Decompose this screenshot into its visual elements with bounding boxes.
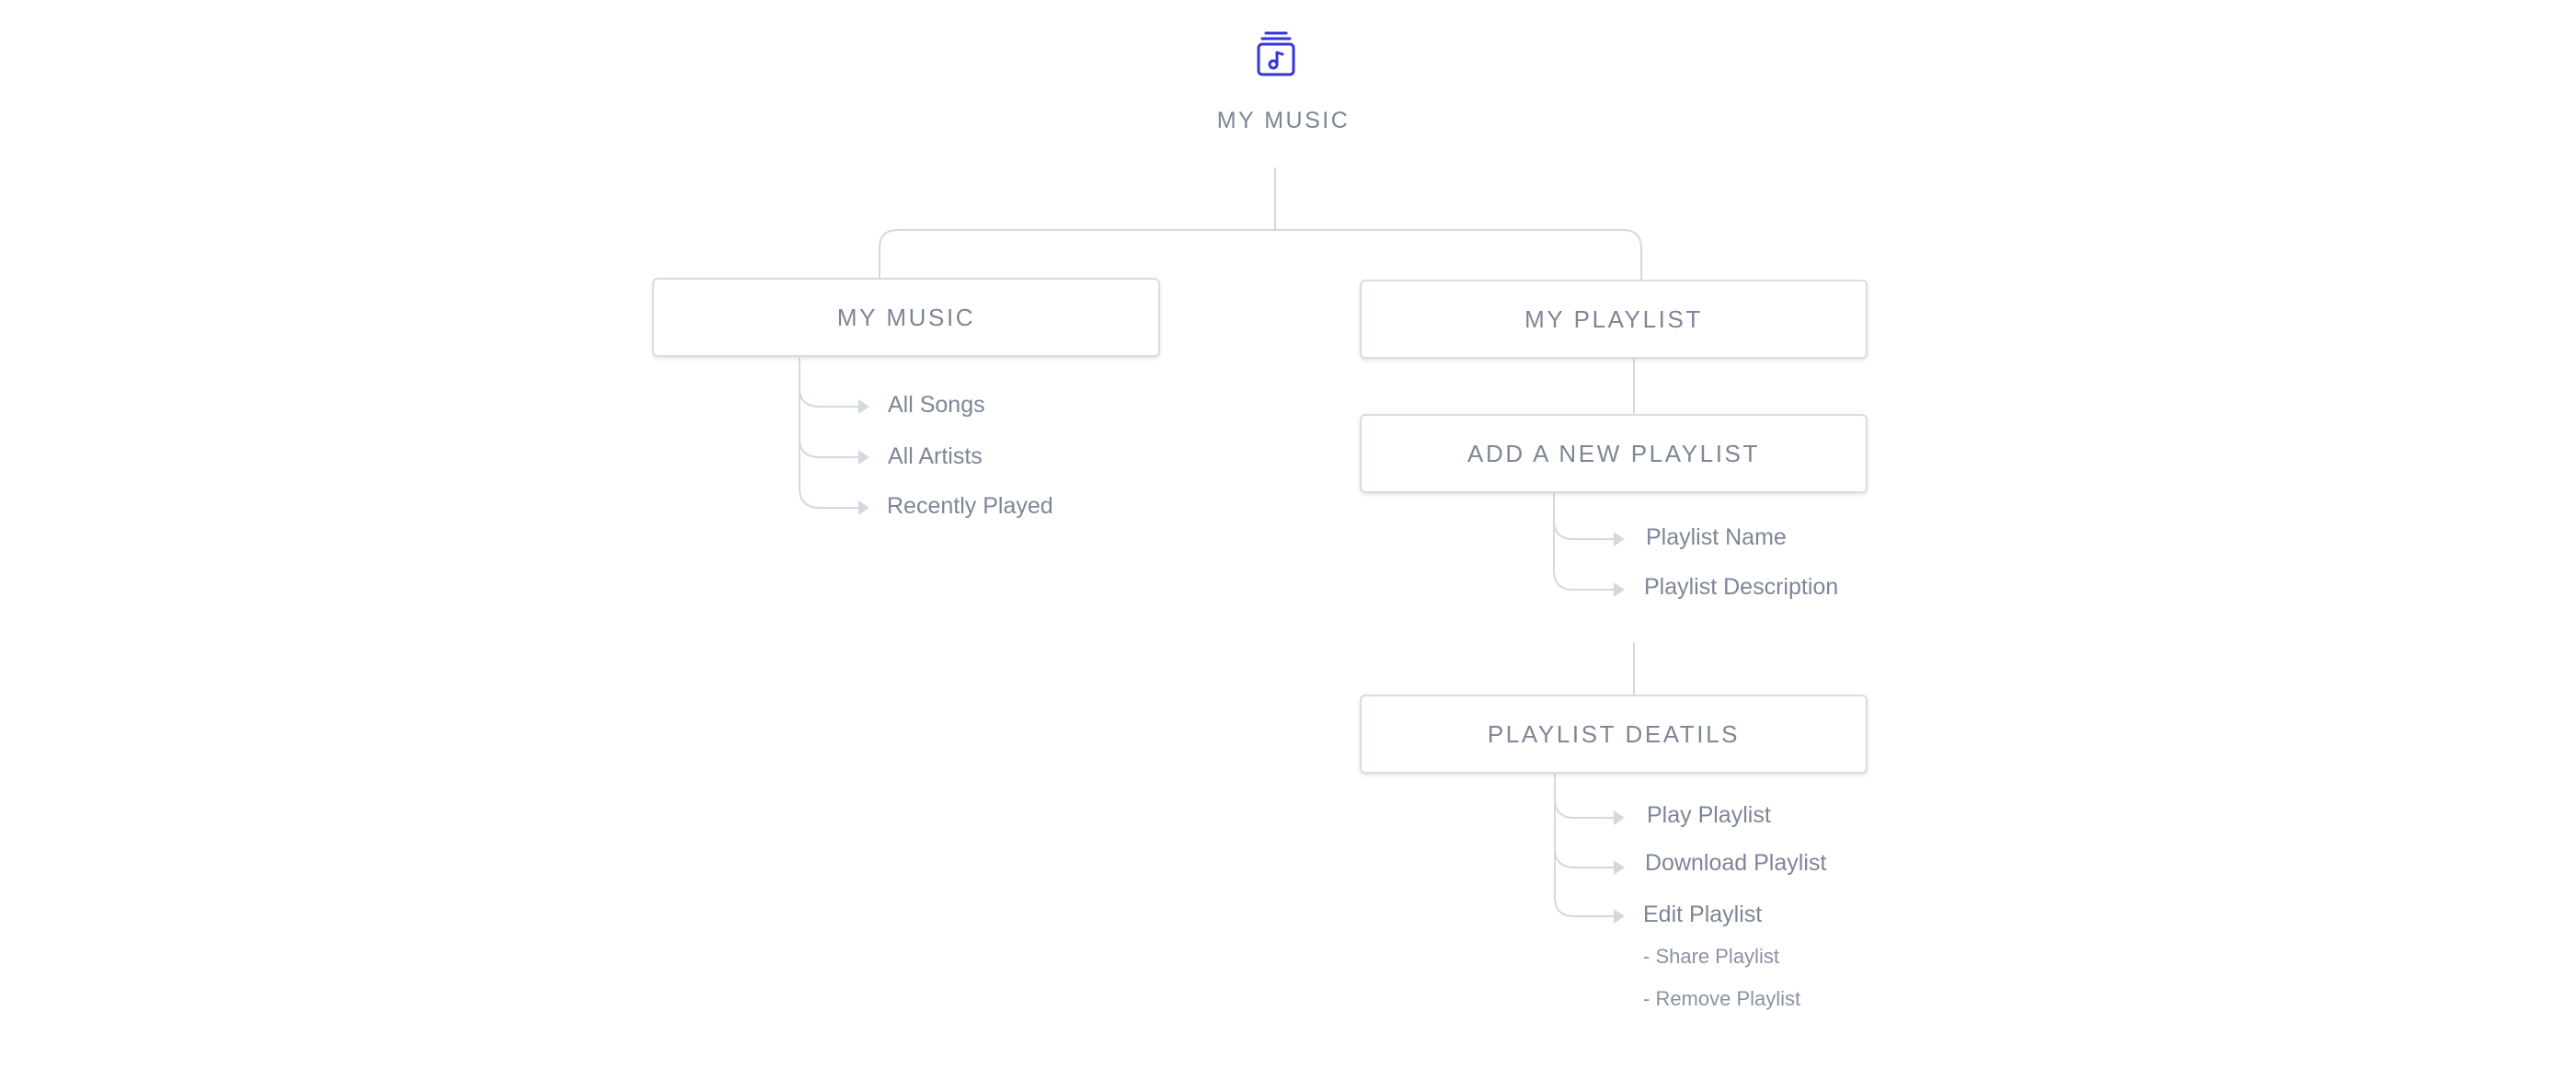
playlist-details-node[interactable]: PLAYLIST DEATILS — [1360, 695, 1868, 774]
leaf-download-playlist[interactable]: Download Playlist — [1645, 850, 1827, 876]
leaf-all-artists[interactable]: All Artists — [888, 443, 983, 469]
leaf-recently-played[interactable]: Recently Played — [887, 493, 1053, 519]
leaf-edit-playlist[interactable]: Edit Playlist — [1643, 902, 1763, 927]
my-music-node[interactable]: MY MUSIC — [652, 278, 1160, 357]
sub-item-remove-playlist[interactable]: - Remove Playlist — [1643, 987, 1801, 1010]
music-library-icon — [1257, 31, 1295, 76]
my-playlist-node[interactable]: MY PLAYLIST — [1360, 280, 1868, 359]
leaf-play-playlist[interactable]: Play Playlist — [1647, 802, 1771, 828]
add-new-playlist-node[interactable]: ADD A NEW PLAYLIST — [1360, 414, 1868, 493]
leaf-playlist-name[interactable]: Playlist Name — [1646, 524, 1787, 550]
sub-item-share-playlist[interactable]: - Share Playlist — [1643, 945, 1779, 968]
root-title: MY MUSIC — [1216, 108, 1351, 133]
leaf-playlist-description[interactable]: Playlist Description — [1644, 574, 1839, 600]
leaf-all-songs[interactable]: All Songs — [888, 392, 985, 418]
